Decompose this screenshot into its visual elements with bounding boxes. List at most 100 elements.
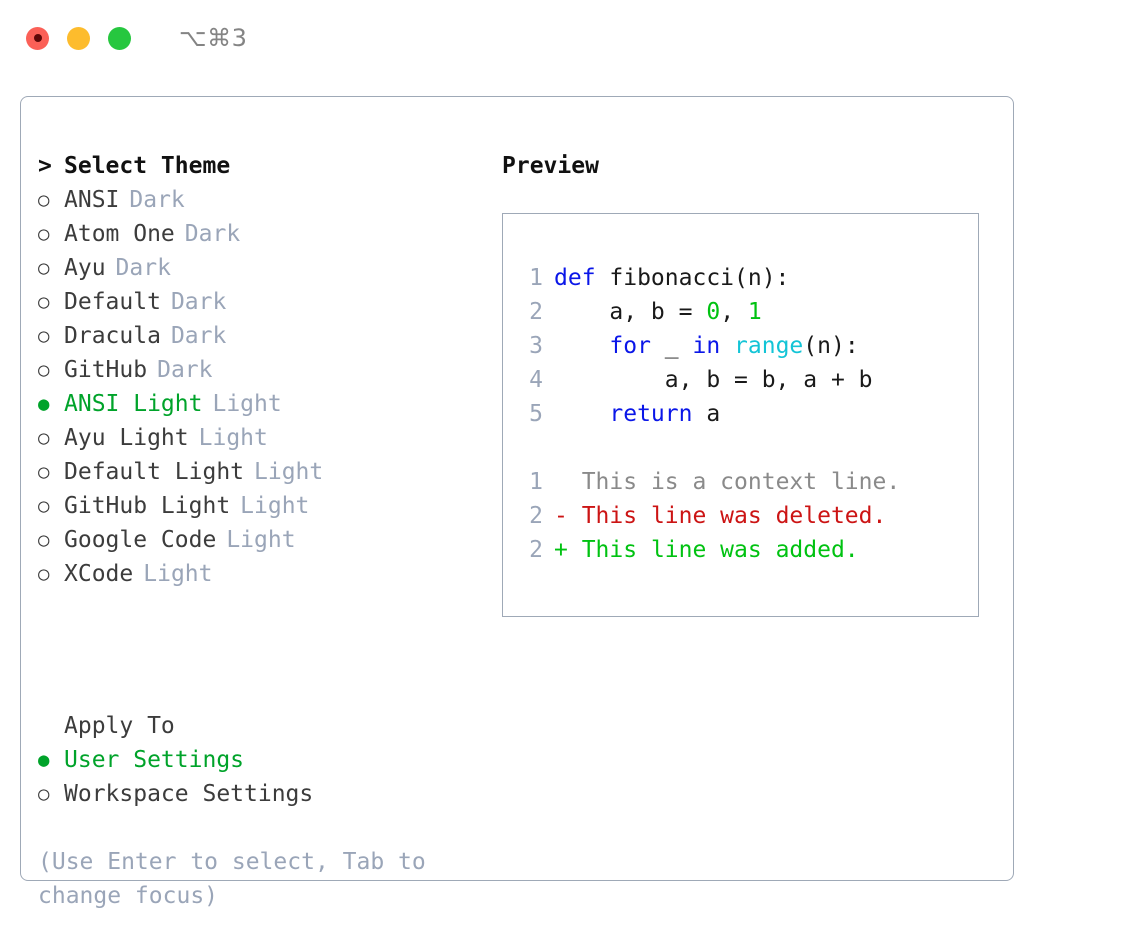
apply-to-group: Apply To ●User Settings○Workspace Settin… [38, 709, 478, 811]
theme-option-name: Google Code [64, 527, 217, 553]
code-line: 4 a, b = b, a + b [515, 363, 972, 397]
radio-unselected-icon: ○ [38, 291, 50, 313]
theme-option-variant: Dark [115, 255, 171, 281]
code-token [554, 333, 609, 359]
theme-option-variant: Light [143, 561, 213, 587]
radio-unselected-icon: ○ [38, 495, 50, 517]
code-token: (n): [803, 333, 859, 359]
code-line-number: 4 [529, 367, 543, 393]
theme-option-ansi[interactable]: ○ ANSI Dark [38, 183, 478, 217]
code-line-content: return a [554, 397, 720, 431]
diff-line: 1 This is a context line. [515, 465, 972, 499]
theme-option-name: ANSI Light [64, 391, 203, 417]
radio-unselected-icon: ○ [38, 325, 50, 347]
diff-line-content: This line was added. [567, 537, 859, 563]
diff-line-number: 2 [529, 537, 543, 563]
code-token: 1 [747, 299, 762, 325]
code-token: fibonacci(n): [595, 265, 790, 291]
code-token: 0 [706, 299, 721, 325]
code-token: return [609, 401, 693, 427]
theme-option-atom-one[interactable]: ○ Atom One Dark [38, 217, 478, 251]
code-line: 3 for _ in range(n): [515, 329, 972, 363]
theme-option-xcode[interactable]: ○ XCode Light [38, 557, 478, 591]
close-button[interactable] [26, 26, 49, 50]
theme-option-name: Dracula [64, 323, 161, 349]
theme-option-name: XCode [64, 561, 134, 587]
radio-unselected-icon: ○ [38, 223, 50, 245]
theme-option-variant: Light [226, 527, 296, 553]
theme-option-variant: Dark [170, 323, 227, 349]
theme-option-default[interactable]: ○ Default Dark [38, 285, 478, 319]
diff-line: 2+ This line was added. [515, 533, 972, 567]
diff-line-number: 1 [529, 469, 543, 495]
code-line-number: 2 [529, 299, 543, 325]
diff-line-content: This is a context line. [567, 469, 901, 495]
theme-option-variant: Light [212, 391, 282, 417]
code-line-number: 3 [529, 333, 543, 359]
theme-option-variant: Light [198, 425, 268, 451]
code-token: in [692, 333, 721, 359]
diff-line-number: 2 [529, 503, 543, 529]
theme-option-variant: Dark [184, 221, 241, 247]
radio-unselected-icon: ○ [38, 189, 50, 211]
diff-sign [554, 465, 568, 499]
window-title: ⌥⌘3 [179, 24, 248, 52]
diff-line-content: This line was deleted. [567, 503, 887, 529]
diff-sample: 1 This is a context line.2- This line wa… [515, 465, 972, 567]
code-token: a, b = [554, 299, 707, 325]
code-line-content: def fibonacci(n): [554, 261, 789, 295]
apply-to-option-workspace-settings[interactable]: ○ Workspace Settings [38, 777, 478, 811]
minimize-button[interactable] [67, 26, 90, 50]
radio-unselected-icon: ○ [38, 257, 50, 279]
apply-to-option-user-settings[interactable]: ●User Settings [38, 743, 478, 777]
prompt-caret-icon: > [38, 153, 52, 179]
keyboard-hint: (Use Enter to select, Tab to change focu… [38, 849, 426, 909]
diff-sign: - [554, 503, 568, 529]
radio-unselected-icon: ○ [38, 783, 50, 805]
theme-option-variant: Light [254, 459, 324, 485]
theme-option-name: Ayu Light [64, 425, 189, 451]
radio-unselected-icon: ○ [38, 529, 50, 551]
theme-picker-heading: > Select Theme [38, 149, 478, 183]
radio-selected-icon: ● [38, 393, 50, 415]
preview-title: Preview [502, 153, 599, 179]
code-line-content: a, b = b, a + b [554, 363, 873, 397]
theme-option-name: Default [64, 289, 161, 315]
theme-option-variant: Dark [129, 187, 185, 213]
theme-option-ansi-light[interactable]: ● ANSI Light Light [38, 387, 478, 421]
radio-unselected-icon: ○ [38, 461, 50, 483]
title-bar: ⌥⌘3 [0, 0, 1140, 76]
code-line: 5 return a [515, 397, 972, 431]
theme-option-ayu[interactable]: ○ Ayu Dark [38, 251, 478, 285]
code-token [720, 333, 734, 359]
code-token: a, b = b, a + b [554, 367, 873, 393]
theme-option-name: Atom One [64, 221, 175, 247]
theme-option-name: Ayu [64, 255, 106, 281]
maximize-button[interactable] [108, 26, 131, 50]
theme-option-variant: Dark [170, 289, 227, 315]
theme-option-name: GitHub [64, 357, 148, 383]
theme-option-name: ANSI [64, 187, 120, 213]
code-blank-separator [515, 431, 972, 465]
theme-option-google-code[interactable]: ○ Google Code Light [38, 523, 478, 557]
theme-option-dracula[interactable]: ○ Dracula Dark [38, 319, 478, 353]
code-token: _ [650, 333, 693, 359]
apply-to-heading-marker [38, 709, 64, 743]
code-token: range [734, 333, 804, 359]
theme-option-variant: Dark [157, 357, 213, 383]
diff-line: 2- This line was deleted. [515, 499, 972, 533]
radio-unselected-icon: ○ [38, 563, 50, 585]
code-token [554, 401, 609, 427]
code-token: , [720, 299, 748, 325]
code-line-content: a, b = 0, 1 [554, 295, 762, 329]
apply-to-option-label: Workspace Settings [64, 781, 314, 807]
